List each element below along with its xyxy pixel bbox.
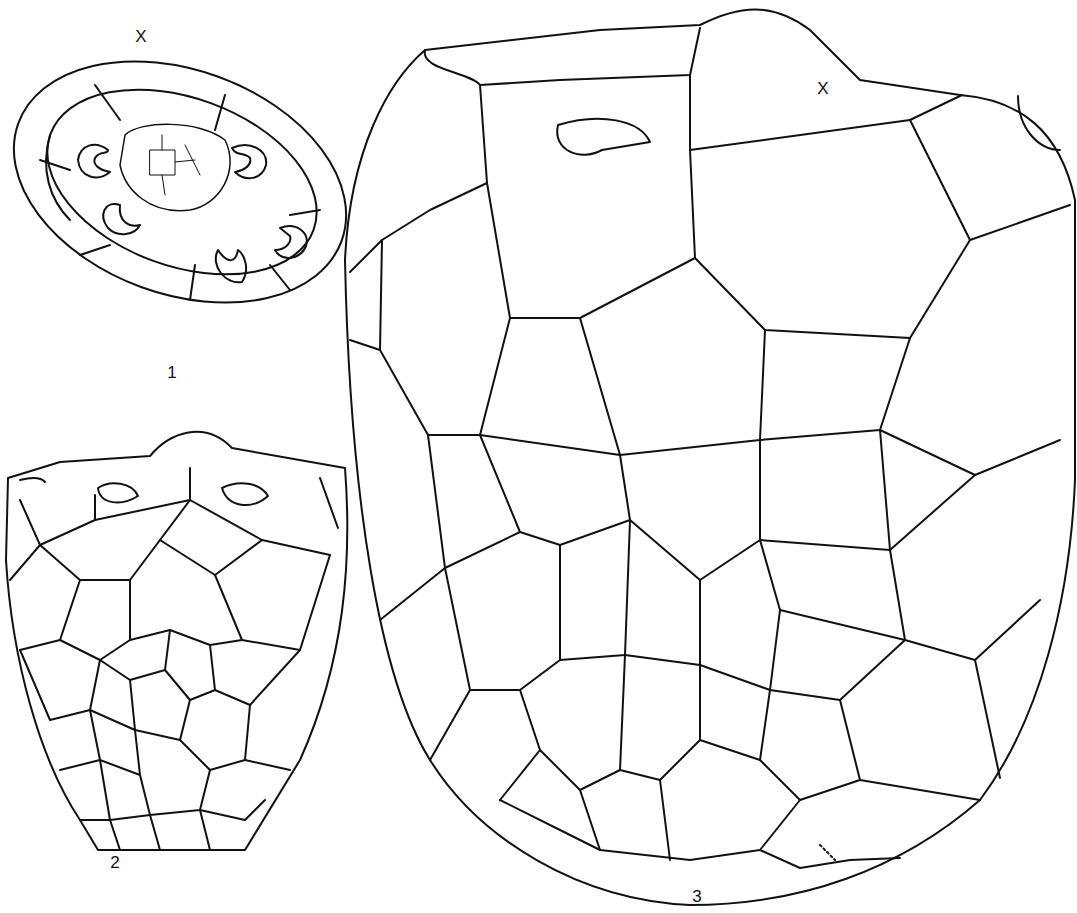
figure-label: X <box>135 28 146 45</box>
figure-label: 1 <box>167 364 176 381</box>
small-theca-figure <box>6 432 347 850</box>
figure-label: 3 <box>692 888 701 905</box>
oral-view-figure <box>0 18 380 346</box>
figure-label: X <box>817 80 828 97</box>
large-theca-figure <box>345 9 1075 905</box>
figure-label: 2 <box>110 854 119 871</box>
